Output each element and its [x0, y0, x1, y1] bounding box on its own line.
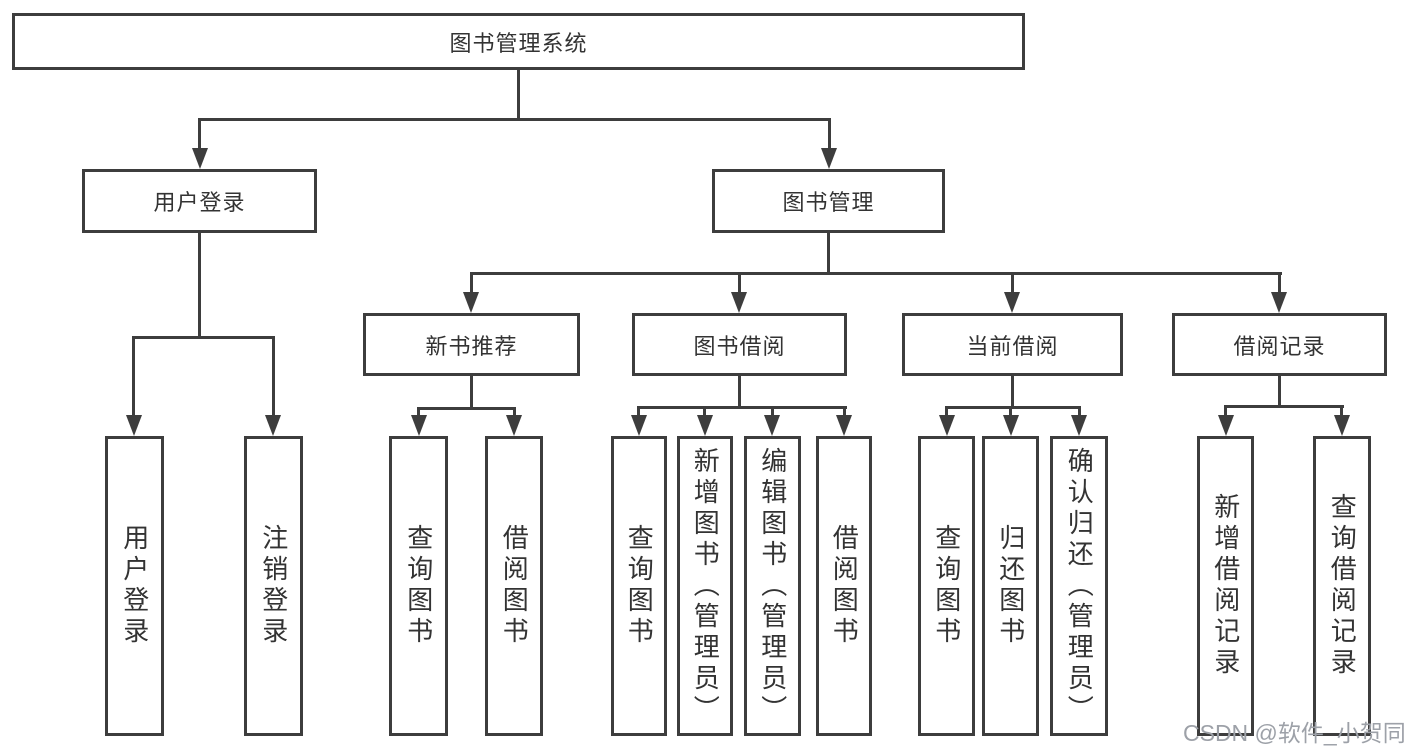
- arrowhead: [265, 415, 281, 436]
- leaf-borrow-books-recommend: 借阅图书: [485, 436, 543, 736]
- arrowhead: [764, 415, 780, 436]
- arrowhead: [1071, 415, 1087, 436]
- connector-line: [1224, 405, 1344, 408]
- connector-line: [828, 118, 831, 151]
- connector-line: [417, 407, 420, 417]
- leaf-edit-books-admin: 编辑图书（管理员）: [744, 436, 801, 736]
- csdn-watermark: CSDN @软件_小贺同学: [1183, 720, 1405, 746]
- arrowhead: [411, 415, 427, 436]
- leaf-confirm-return-admin-label: 确认归还（管理员）: [1064, 446, 1095, 726]
- leaf-add-borrow-record: 新增借阅记录: [1197, 436, 1254, 736]
- connector-line: [517, 70, 520, 118]
- connector-line: [132, 336, 275, 339]
- connector-line: [470, 272, 473, 296]
- leaf-confirm-return-admin: 确认归还（管理员）: [1050, 436, 1108, 736]
- connector-line: [198, 233, 201, 336]
- leaf-edit-books-admin-label: 编辑图书（管理员）: [757, 446, 788, 726]
- leaf-borrow-books-recommend-label: 借阅图书: [499, 524, 530, 648]
- leaf-borrow-books-label: 借阅图书: [829, 524, 860, 648]
- node-current-borrow: 当前借阅: [902, 313, 1123, 376]
- connector-line: [1278, 376, 1281, 407]
- arrowhead: [126, 415, 142, 436]
- node-user-login: 用户登录: [82, 169, 317, 233]
- connector-line: [1078, 406, 1081, 416]
- connector-line: [1278, 272, 1281, 296]
- node-current-borrow-label: 当前借阅: [966, 333, 1059, 359]
- arrowhead: [192, 148, 208, 169]
- connector-line: [738, 376, 741, 408]
- connector-line: [945, 406, 1081, 409]
- leaf-query-books-recommend-label: 查询图书: [403, 524, 434, 648]
- arrowhead: [1271, 292, 1287, 313]
- connector-line: [827, 233, 830, 275]
- node-book-borrow: 图书借阅: [632, 313, 847, 376]
- connector-line: [703, 406, 706, 416]
- connector-line: [771, 406, 774, 416]
- node-book-management-label: 图书管理: [782, 190, 875, 215]
- connector-line: [272, 336, 275, 416]
- connector-line: [1011, 376, 1014, 408]
- leaf-query-books-current-label: 查询图书: [931, 524, 962, 648]
- connector-line: [417, 407, 516, 410]
- arrowhead: [506, 415, 522, 436]
- connector-line: [637, 406, 640, 416]
- node-root-label: 图书管理系统: [449, 30, 588, 56]
- connector-line: [470, 376, 473, 409]
- node-book-management: 图书管理: [712, 169, 945, 233]
- arrowhead: [1003, 415, 1019, 436]
- connector-line: [198, 118, 201, 151]
- leaf-user-login-label: 用户登录: [119, 524, 150, 648]
- connector-line: [1340, 405, 1343, 416]
- connector-line: [1011, 272, 1014, 296]
- arrowhead: [939, 415, 955, 436]
- arrowhead: [463, 292, 479, 313]
- arrowhead: [1218, 415, 1234, 436]
- arrowhead: [697, 415, 713, 436]
- leaf-query-books-borrow-label: 查询图书: [624, 524, 655, 648]
- connector-line: [945, 406, 948, 416]
- leaf-query-books-recommend: 查询图书: [389, 436, 448, 736]
- connector-line: [513, 407, 516, 417]
- node-borrow-record: 借阅记录: [1172, 313, 1387, 376]
- node-new-book-recommend: 新书推荐: [363, 313, 580, 376]
- node-borrow-record-label: 借阅记录: [1233, 333, 1326, 359]
- leaf-query-books-borrow: 查询图书: [611, 436, 667, 736]
- node-book-borrow-label: 图书借阅: [693, 333, 786, 359]
- leaf-query-borrow-record-label: 查询借阅记录: [1327, 493, 1358, 679]
- arrowhead: [731, 292, 747, 313]
- arrowhead: [1004, 292, 1020, 313]
- leaf-query-books-current: 查询图书: [918, 436, 975, 736]
- connector-line: [738, 272, 741, 296]
- node-root: 图书管理系统: [12, 13, 1025, 70]
- arrowhead: [821, 148, 837, 169]
- leaf-add-books-admin-label: 新增图书（管理员）: [690, 446, 721, 726]
- arrowhead: [631, 415, 647, 436]
- connector-line: [132, 336, 135, 416]
- leaf-logout: 注销登录: [244, 436, 303, 736]
- leaf-add-borrow-record-label: 新增借阅记录: [1210, 493, 1241, 679]
- arrowhead: [836, 415, 852, 436]
- leaf-logout-label: 注销登录: [258, 524, 289, 648]
- node-new-book-recommend-label: 新书推荐: [425, 333, 518, 359]
- connector-line: [198, 118, 831, 121]
- leaf-add-books-admin: 新增图书（管理员）: [677, 436, 733, 736]
- connector-line: [843, 406, 846, 416]
- connector-line: [470, 272, 1282, 275]
- connector-line: [637, 406, 847, 409]
- connector-line: [1224, 405, 1227, 416]
- leaf-return-books: 归还图书: [982, 436, 1039, 736]
- leaf-user-login: 用户登录: [105, 436, 164, 736]
- leaf-borrow-books: 借阅图书: [816, 436, 872, 736]
- arrowhead: [1334, 415, 1350, 436]
- connector-line: [1009, 406, 1012, 416]
- node-user-login-label: 用户登录: [153, 190, 246, 215]
- leaf-return-books-label: 归还图书: [995, 524, 1026, 648]
- leaf-query-borrow-record: 查询借阅记录: [1313, 436, 1371, 736]
